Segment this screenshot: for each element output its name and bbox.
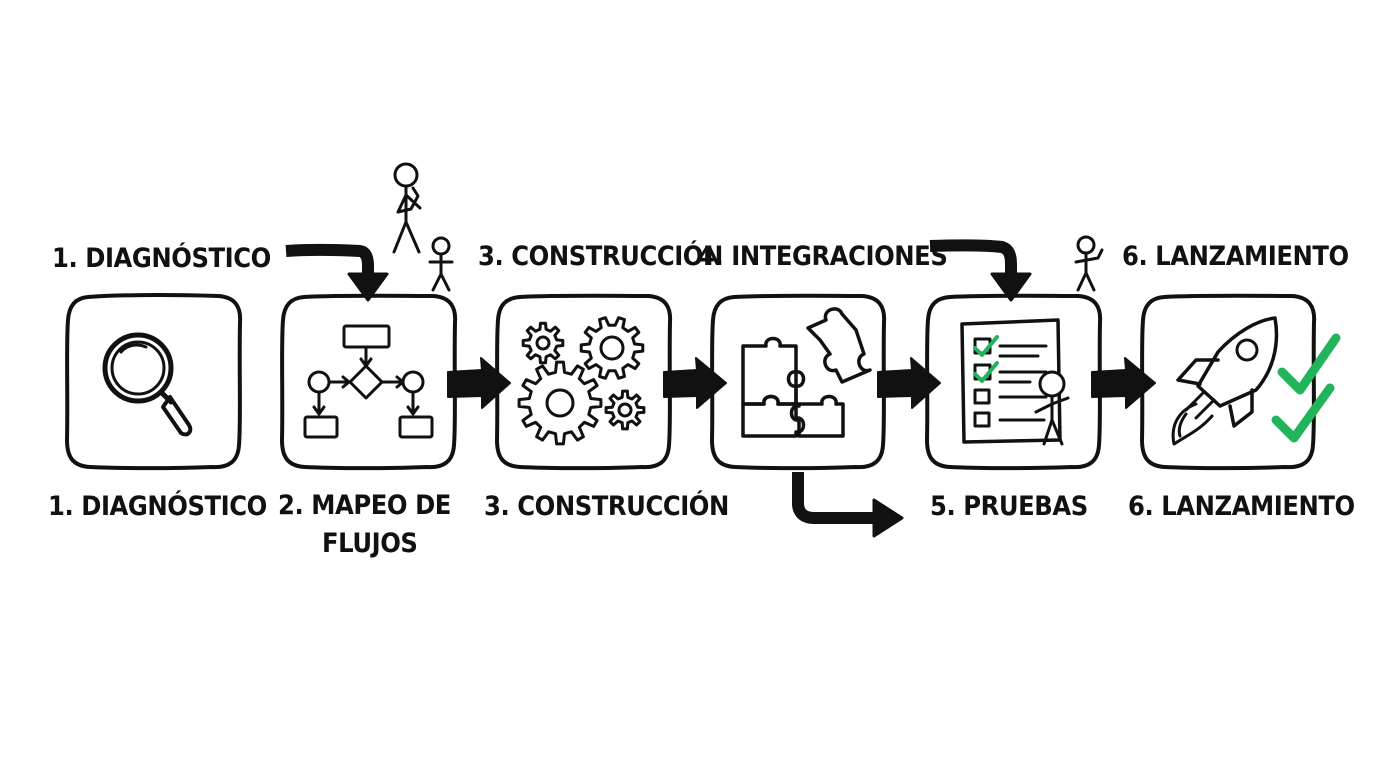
magnifier-icon — [102, 332, 193, 437]
bottom-label-diagnostico: 1. DIAGNÓSTICO — [48, 491, 267, 522]
step-box-pruebas — [925, 293, 1103, 471]
top-label-integraciones: 4. INTEGRACIONES — [698, 241, 948, 272]
rocket-icon — [1171, 316, 1279, 446]
top-label-construccion: 3. CONSTRUCCIÓN — [478, 241, 723, 272]
step-box-construccion — [495, 293, 673, 471]
arrow-right — [447, 357, 511, 409]
gear-icon — [521, 321, 565, 365]
step-box-integraciones — [710, 293, 887, 471]
bent-arrow-right — [792, 472, 904, 538]
bent-arrow-down — [929, 239, 1032, 302]
step-box-lanzamiento — [1140, 293, 1317, 471]
person-icon — [428, 236, 454, 292]
gear-hole — [599, 335, 625, 361]
bottom-label-mapeo-line2: FLUJOS — [322, 528, 418, 559]
gear-hole — [545, 388, 575, 418]
thinking-person-icon — [392, 162, 422, 254]
bottom-label-mapeo-line1: 2. MAPEO DE — [278, 490, 451, 521]
step-box-mapeo — [280, 293, 458, 471]
bent-arrow-down — [285, 243, 389, 302]
top-label-lanzamiento: 6. LANZAMIENTO — [1122, 241, 1349, 272]
flowchart-icon — [303, 324, 434, 439]
bottom-label-pruebas: 5. PRUEBAS — [930, 491, 1088, 522]
tester-person-icon — [1034, 370, 1070, 446]
bottom-label-lanzamiento: 6. LANZAMIENTO — [1128, 491, 1355, 522]
gear-icon — [604, 389, 646, 431]
bottom-label-construccion: 3. CONSTRUCCIÓN — [484, 491, 729, 522]
puzzle-icon — [741, 307, 872, 438]
gear-hole — [535, 335, 551, 351]
gear-icon — [517, 360, 603, 446]
arrow-right — [1091, 357, 1156, 409]
arrow-right — [877, 357, 941, 409]
gear-icon — [579, 316, 645, 380]
person-icon — [1074, 235, 1104, 292]
arrow-right — [663, 357, 727, 409]
check-icon — [1271, 383, 1335, 443]
gears-icon — [517, 316, 646, 446]
step-box-diagnostico — [65, 293, 243, 471]
check-icon — [1277, 333, 1341, 395]
gear-hole — [617, 402, 633, 418]
top-label-diagnostico: 1. DIAGNÓSTICO — [52, 243, 271, 274]
